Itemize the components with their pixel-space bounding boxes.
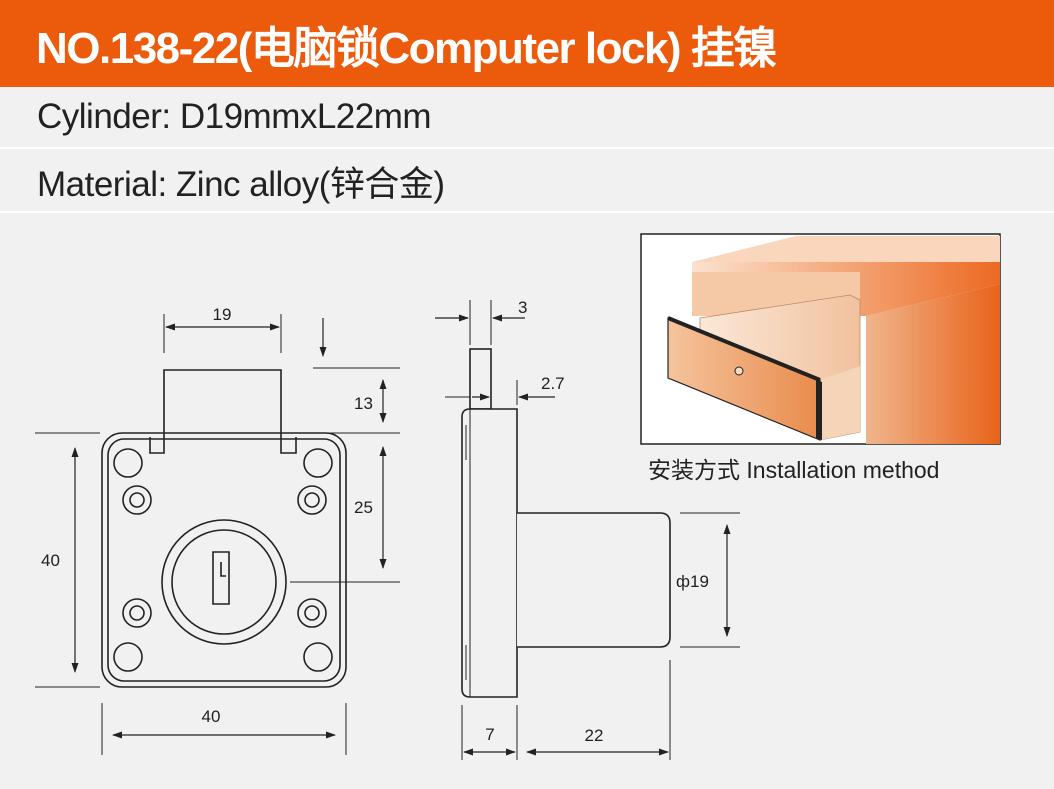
dim-label-top-height: 13	[354, 394, 373, 413]
cylinder-outer	[161, 519, 287, 645]
installation-caption: 安装方式 Installation method	[648, 457, 939, 483]
lock-body-inner	[107, 438, 341, 682]
corner-hole	[303, 642, 333, 672]
dim-label-plate-depth: 7	[485, 725, 494, 744]
screw-hole	[297, 485, 327, 515]
front-view	[35, 314, 400, 755]
dim-label-bottom-width: 40	[202, 707, 221, 726]
bolt-tongue	[469, 348, 492, 410]
bolt-notch-right	[280, 437, 297, 454]
drawer-lock-hole	[734, 366, 744, 376]
bolt-notch-left	[149, 437, 165, 454]
corner-hole	[113, 448, 143, 478]
installation-illustration	[640, 233, 1001, 445]
corner-hole	[113, 642, 143, 672]
page-title: NO.138-22(电脑锁Computer lock) 挂镍	[36, 23, 777, 73]
dim-label-left-height: 40	[41, 551, 60, 570]
dim-label-top-width: 19	[213, 305, 232, 324]
screw-hole	[297, 598, 327, 628]
spec-cylinder-row: Cylinder: D19mmxL22mm	[0, 87, 1054, 149]
spec-material-row: Material: Zinc alloy(锌合金)	[0, 151, 1054, 213]
dim-label-plate: 2.7	[541, 374, 565, 393]
keyhole	[212, 551, 230, 605]
dim-label-right-height: 25	[354, 498, 373, 517]
dim-label-cylinder-length: 22	[585, 726, 604, 745]
lock-body	[101, 432, 347, 688]
dim-label-tongue: 3	[518, 298, 527, 317]
spec-material: Material: Zinc alloy(锌合金)	[37, 164, 445, 204]
spec-cylinder: Cylinder: D19mmxL22mm	[37, 97, 432, 136]
screw-hole	[122, 598, 152, 628]
cylinder-side	[517, 512, 671, 648]
bolt-outline	[163, 369, 282, 437]
title-bar: NO.138-22(电脑锁Computer lock) 挂镍	[0, 0, 1054, 87]
screw-hole	[122, 485, 152, 515]
cylinder-inner	[171, 529, 277, 635]
dim-label-diameter: ф19	[676, 572, 709, 591]
side-view	[435, 300, 740, 760]
corner-hole	[303, 448, 333, 478]
